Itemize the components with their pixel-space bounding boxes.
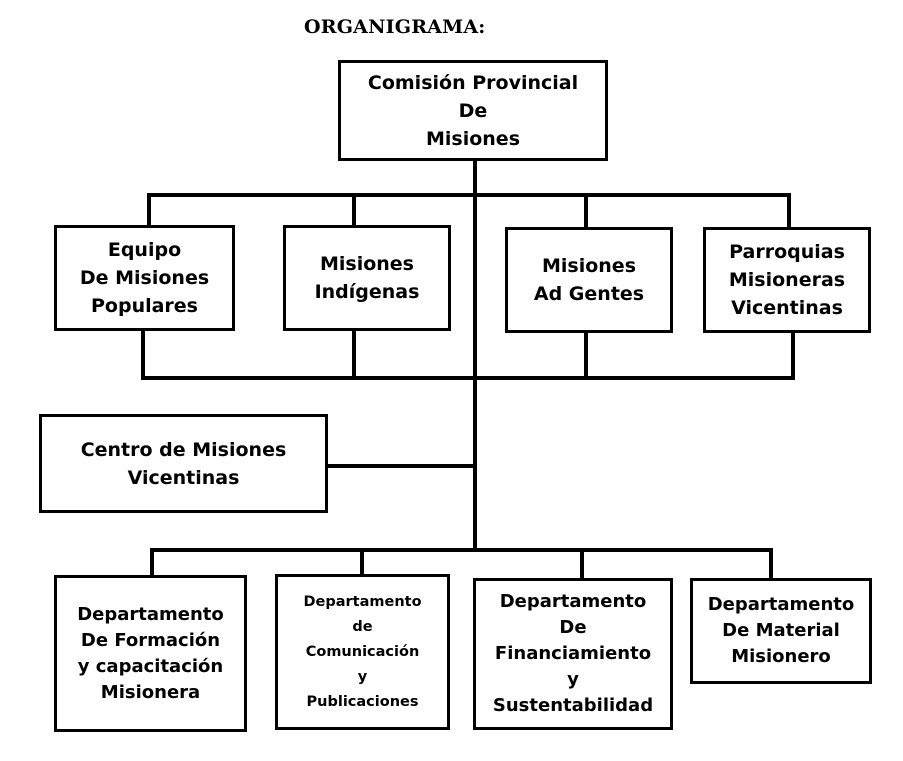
training-dept-node: Departamento De Formación y capacitación… [54,575,247,732]
material-dept-node: Departamento De Material Misionero [690,578,872,684]
training-dept-label: Departamento De Formación y capacitación… [77,603,224,703]
page-title: ORGANIGRAMA: [304,16,486,38]
vincentian-center-label: Centro de Misiones Vicentinas [80,438,287,489]
popular-missions-node: Equipo De Misiones Populares [54,225,235,331]
indigenous-missions-node: Misiones Indígenas [283,225,451,331]
vincentian-parishes-node: Parroquias Misioneras Vicentinas [703,227,871,333]
finance-dept-label: Departamento De Financiamiento y Sustent… [492,591,654,716]
communication-dept-label: Departamento de Comunicación y Publicaci… [303,593,422,710]
commission-node: Comisión Provincial De Misiones [338,60,608,161]
vincentian-center-node: Centro de Misiones Vicentinas [39,414,328,513]
communication-dept-node: Departamento de Comunicación y Publicaci… [275,574,450,730]
finance-dept-node: Departamento De Financiamiento y Sustent… [473,578,673,730]
commission-label: Comisión Provincial De Misiones [367,71,579,150]
ad-gentes-node: Misiones Ad Gentes [505,227,673,333]
popular-missions-label: Equipo De Misiones Populares [79,239,210,317]
vincentian-parishes-label: Parroquias Misioneras Vicentinas [728,241,846,319]
ad-gentes-label: Misiones Ad Gentes [533,255,645,305]
indigenous-missions-label: Misiones Indígenas [314,253,420,303]
material-dept-label: Departamento De Material Misionero [707,594,855,667]
